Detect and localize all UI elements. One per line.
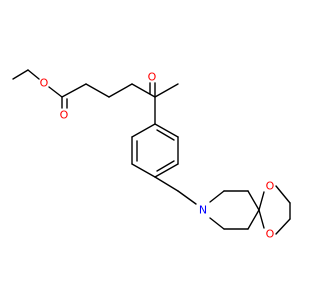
dioxolane-bond-4 xyxy=(275,218,291,235)
dioxolane-bond-5 xyxy=(258,209,265,229)
ring-double-3 xyxy=(156,129,175,141)
ring-bond-5 xyxy=(154,163,179,178)
ring-bond-2 xyxy=(131,123,156,138)
bond-chain-1 xyxy=(61,83,87,98)
bond-ethyl-ch3-ch2 xyxy=(12,69,29,80)
bond-layer xyxy=(12,69,291,235)
ring-double-2 xyxy=(156,160,175,172)
atom-label-layer: O O O N O O xyxy=(40,71,275,241)
dioxolane-bond-1 xyxy=(258,191,265,211)
ring-bond-7 xyxy=(154,123,179,138)
bond-o-carbonyl-c xyxy=(48,86,63,98)
pip-bond-6 xyxy=(209,217,225,230)
dioxolane-bond-2 xyxy=(275,185,291,204)
bond-ethyl-ch2-o xyxy=(27,69,40,80)
bond-chain-5 xyxy=(154,83,179,98)
atom-o-ketal-upper: O xyxy=(266,180,275,193)
pip-bond-4 xyxy=(247,209,260,230)
pip-bond-3 xyxy=(247,190,260,211)
bond-ch2-n xyxy=(177,190,197,205)
structure-canvas: O O O N O O xyxy=(12,69,291,241)
atom-o-ketone: O xyxy=(148,71,157,84)
atom-o-ketal-lower: O xyxy=(266,228,275,241)
atom-o-ester-ether: O xyxy=(40,77,49,90)
bond-ring-ch2 xyxy=(154,176,179,192)
atom-o-ester-carbonyl: O xyxy=(60,109,69,122)
chemical-structure-diagram: O O O N O O xyxy=(12,69,291,241)
bond-chain-3 xyxy=(108,83,133,98)
ring-bond-4 xyxy=(131,163,156,178)
atom-n-piperidine: N xyxy=(199,204,207,217)
bond-chain-2 xyxy=(85,83,110,98)
pip-bond-1 xyxy=(209,190,225,203)
bond-chain-4 xyxy=(131,83,156,98)
